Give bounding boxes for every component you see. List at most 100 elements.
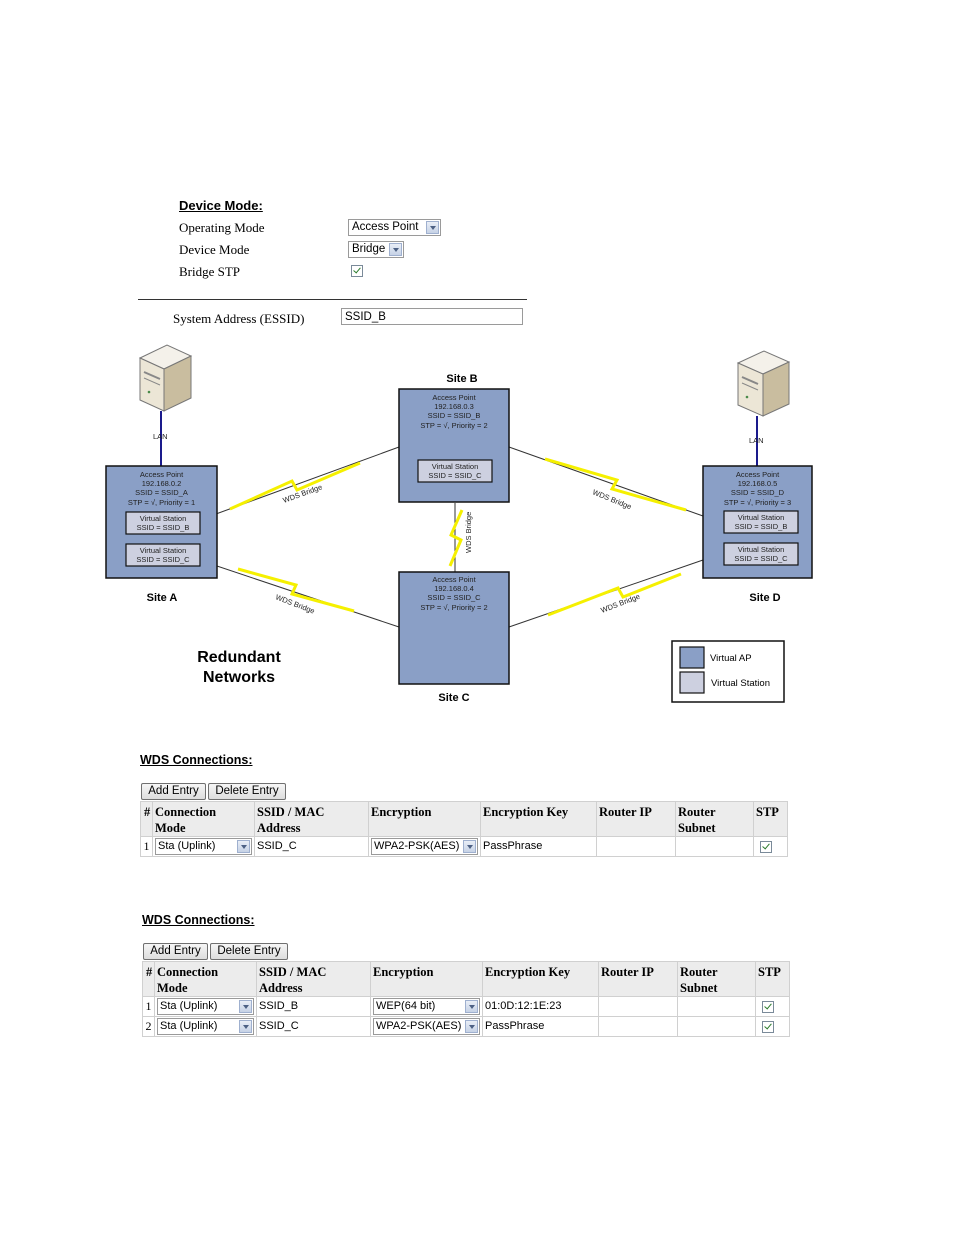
wds-title-1: WDS Connections: xyxy=(140,753,253,767)
stp-checkbox[interactable] xyxy=(762,1021,774,1033)
bolt-b-c xyxy=(448,509,464,567)
bolt-b-d xyxy=(544,457,687,512)
site-c-node: Access Point 192.168.0.4 SSID = SSID_C S… xyxy=(398,571,510,685)
site-b-vs1-line-2: SSID = SSID_C xyxy=(428,471,482,480)
bolt-a-c xyxy=(237,567,355,613)
chevron-down-icon[interactable] xyxy=(465,1000,478,1013)
chevron-down-icon[interactable] xyxy=(237,840,250,853)
site-b-label: Site B xyxy=(446,373,477,385)
chevron-down-icon[interactable] xyxy=(463,840,476,853)
encryption-key-cell[interactable]: 01:0D:12:1E:23 xyxy=(482,996,599,1017)
site-a-vs2-line-2: SSID = SSID_C xyxy=(136,555,190,564)
encryption-select[interactable]: WPA2-PSK(AES) xyxy=(371,838,478,855)
legend-label-ap: Virtual AP xyxy=(710,653,752,664)
encryption-value: WPA2-PSK(AES) xyxy=(376,1020,462,1032)
operating-mode-label: Operating Mode xyxy=(179,220,265,235)
stp-checkbox[interactable] xyxy=(760,841,772,853)
wds-bridge-label-bc: WDS Bridge xyxy=(464,512,473,553)
essid-input[interactable]: SSID_B xyxy=(341,308,523,325)
col-header-stp: STP xyxy=(753,801,788,837)
lan-label-a: LAN xyxy=(153,432,168,441)
bolt-c-d xyxy=(547,572,682,617)
device-mode-title: Device Mode: xyxy=(179,198,263,213)
router-ip-cell[interactable] xyxy=(598,1016,678,1037)
delete-entry-button[interactable]: Delete Entry xyxy=(210,943,288,960)
connection-mode-select[interactable]: Sta (Uplink) xyxy=(155,838,252,855)
col-header-encryption-key: Encryption Key xyxy=(482,961,599,997)
site-c-line-3: SSID = SSID_C xyxy=(427,593,481,602)
site-d-vs1-line-2: SSID = SSID_B xyxy=(735,522,788,531)
table-row: 1 Sta (Uplink) SSID_C WPA2-PSK(AES) Pass… xyxy=(140,836,788,857)
site-d-vs2-line-2: SSID = SSID_C xyxy=(734,554,788,563)
table-row: 2 Sta (Uplink) SSID_C WPA2-PSK(AES) Pass… xyxy=(142,1016,790,1037)
row-number: 1 xyxy=(142,996,155,1017)
connection-mode-value: Sta (Uplink) xyxy=(158,840,216,852)
router-subnet-cell[interactable] xyxy=(677,996,756,1017)
router-ip-cell[interactable] xyxy=(596,836,676,857)
site-b-line-1: Access Point xyxy=(432,393,476,402)
ssid-cell: SSID_C xyxy=(254,836,369,857)
site-b-node: Access Point 192.168.0.3 SSID = SSID_B S… xyxy=(398,388,510,503)
encryption-select[interactable]: WPA2-PSK(AES) xyxy=(373,1018,480,1035)
site-d-node: Access Point 192.168.0.5 SSID = SSID_D S… xyxy=(702,465,813,579)
wds-title-2: WDS Connections: xyxy=(142,913,255,927)
site-d-line-3: SSID = SSID_D xyxy=(731,488,785,497)
encryption-select[interactable]: WEP(64 bit) xyxy=(373,998,480,1015)
device-mode-value: Bridge xyxy=(352,243,386,255)
site-c-label: Site C xyxy=(438,692,469,704)
site-d-line-1: Access Point xyxy=(736,470,780,479)
encryption-value: WEP(64 bit) xyxy=(376,1000,436,1012)
site-a-vs1-line-2: SSID = SSID_B xyxy=(137,523,190,532)
chevron-down-icon[interactable] xyxy=(389,243,402,256)
legend-label-station: Virtual Station xyxy=(711,678,770,689)
site-a-line-4: STP = √, Priority = 1 xyxy=(128,498,195,507)
col-header-num: # xyxy=(142,961,155,997)
col-header-stp: STP xyxy=(755,961,790,997)
router-subnet-cell[interactable] xyxy=(675,836,754,857)
stp-checkbox[interactable] xyxy=(762,1001,774,1013)
site-b-line-4: STP = √, Priority = 2 xyxy=(420,421,487,430)
delete-entry-button[interactable]: Delete Entry xyxy=(208,783,286,800)
legend-swatch-station xyxy=(679,671,705,694)
caption-line-1: Redundant xyxy=(197,649,281,666)
encryption-key-cell[interactable]: PassPhrase xyxy=(482,1016,599,1037)
connection-mode-select[interactable]: Sta (Uplink) xyxy=(157,1018,254,1035)
site-b-line-2: 192.168.0.3 xyxy=(434,402,474,411)
site-d-line-4: STP = √, Priority = 3 xyxy=(724,498,791,507)
add-entry-button[interactable]: Add Entry xyxy=(143,943,208,960)
chevron-down-icon[interactable] xyxy=(426,221,439,234)
row-number: 2 xyxy=(142,1016,155,1037)
site-d-line-2: 192.168.0.5 xyxy=(738,479,778,488)
essid-label: System Address (ESSID) xyxy=(173,311,305,326)
site-a-node: Access Point 192.168.0.2 SSID = SSID_A S… xyxy=(105,465,218,579)
add-entry-button[interactable]: Add Entry xyxy=(141,783,206,800)
connection-mode-value: Sta (Uplink) xyxy=(160,1000,218,1012)
site-a-vs1-line-1: Virtual Station xyxy=(140,514,187,523)
device-mode-select[interactable]: Bridge xyxy=(348,241,404,258)
operating-mode-select[interactable]: Access Point xyxy=(348,219,441,236)
chevron-down-icon[interactable] xyxy=(465,1020,478,1033)
router-ip-cell[interactable] xyxy=(598,996,678,1017)
device-mode-label: Device Mode xyxy=(179,242,250,257)
col-header-encryption-key: Encryption Key xyxy=(480,801,597,837)
site-b-line-3: SSID = SSID_B xyxy=(428,411,481,420)
bridge-stp-checkbox[interactable] xyxy=(351,265,363,277)
connection-mode-select[interactable]: Sta (Uplink) xyxy=(157,998,254,1015)
ssid-cell: SSID_C xyxy=(256,1016,371,1037)
router-subnet-cell[interactable] xyxy=(677,1016,756,1037)
encryption-key-cell[interactable]: PassPhrase xyxy=(480,836,597,857)
encryption-value: WPA2-PSK(AES) xyxy=(374,840,460,852)
row-number: 1 xyxy=(140,836,153,857)
chevron-down-icon[interactable] xyxy=(239,1020,252,1033)
site-a-vs2-line-1: Virtual Station xyxy=(140,546,187,555)
site-c-line-4: STP = √, Priority = 2 xyxy=(420,603,487,612)
chevron-down-icon[interactable] xyxy=(239,1000,252,1013)
